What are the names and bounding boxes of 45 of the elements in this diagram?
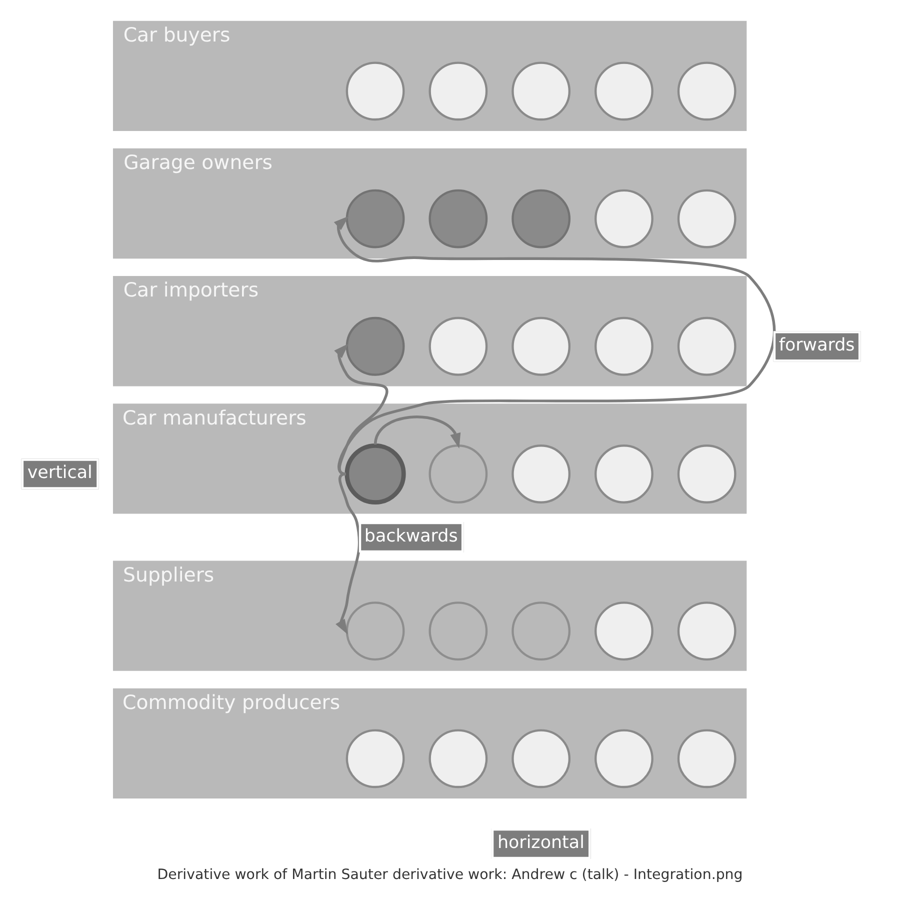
- node-circle: [512, 444, 571, 504]
- node-circle: [346, 62, 405, 121]
- node-circle: [677, 444, 736, 504]
- node-circle: [346, 189, 405, 248]
- node-circle: [512, 189, 571, 248]
- node-circle: [677, 62, 736, 121]
- caption: Derivative work of Martin Sauter derivative work: Andrew c (talk) - Integration.png: [157, 867, 743, 884]
- cluster: Garage owners: [112, 148, 747, 259]
- node-circle: [512, 316, 571, 376]
- node-circle: [594, 189, 654, 248]
- cluster: Commodity producers: [112, 688, 747, 798]
- arrow: [374, 416, 461, 449]
- node-circle: [677, 729, 736, 788]
- edge-label: forwards: [778, 336, 855, 356]
- arrow: [334, 216, 776, 475]
- node-circle: [428, 729, 488, 788]
- node-circle: [594, 444, 654, 504]
- node-circle: [344, 443, 406, 505]
- node-circle: [428, 62, 488, 121]
- node-circle: [677, 602, 736, 660]
- node-circle: [346, 316, 405, 376]
- cluster: Car importers: [112, 276, 747, 386]
- node-circle: [594, 62, 654, 121]
- node-circle: [677, 189, 736, 248]
- node-circle: [346, 602, 405, 660]
- node-circle: [594, 729, 654, 788]
- node-circle: [428, 444, 488, 504]
- label: horizontal: [497, 832, 584, 853]
- node-circle: [512, 602, 571, 660]
- arrow: [334, 343, 388, 476]
- node-circle: [512, 62, 571, 121]
- arrow: [336, 472, 361, 635]
- node-circle: [428, 602, 488, 660]
- label: vertical: [27, 463, 92, 484]
- node-circle: [594, 602, 654, 660]
- node-circle: [677, 316, 736, 376]
- node-circle: [594, 316, 654, 376]
- node-circle: [512, 729, 571, 788]
- node-circle: [428, 189, 488, 248]
- node-circle: [428, 316, 488, 376]
- edge-label: backwards: [364, 526, 458, 546]
- cluster: Suppliers: [112, 560, 747, 671]
- cluster: Car manufacturers: [112, 404, 747, 514]
- cluster: Car buyers: [112, 20, 747, 131]
- node-circle: [346, 729, 405, 788]
